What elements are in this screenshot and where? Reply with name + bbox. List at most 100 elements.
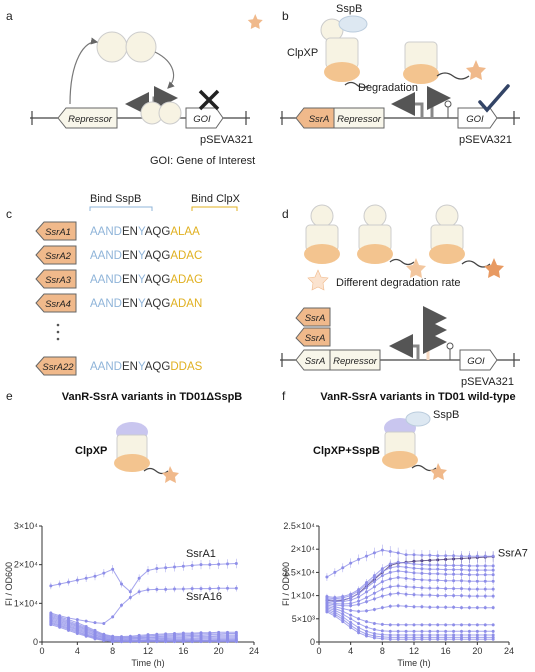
- data-point: [412, 593, 416, 597]
- repressor-gene-label: Repressor: [333, 356, 378, 367]
- data-point: [483, 554, 487, 558]
- repressor-dimer-bound: [140, 101, 182, 125]
- series: [325, 573, 495, 605]
- data-point: [388, 566, 392, 570]
- data-point: [420, 637, 424, 641]
- ssra-tag-label: SsrA: [309, 114, 330, 125]
- data-point: [173, 587, 176, 591]
- data-point: [420, 586, 424, 590]
- series-line: [326, 576, 494, 603]
- data-point: [190, 587, 194, 591]
- repressor-dimer-free: [96, 31, 157, 63]
- y-tick-label: 1×10⁴: [14, 598, 38, 608]
- data-point: [491, 606, 495, 610]
- data-point: [483, 633, 487, 637]
- data-point: [380, 594, 384, 598]
- data-point: [208, 587, 212, 591]
- panel-letter: d: [282, 207, 289, 221]
- ssra-tag: [35, 221, 77, 241]
- data-point: [155, 640, 159, 644]
- data-point: [452, 587, 456, 591]
- data-point: [452, 579, 456, 583]
- data-point: [380, 548, 384, 552]
- data-point: [428, 567, 432, 571]
- data-point: [341, 600, 345, 604]
- data-point: [357, 631, 361, 635]
- data-point: [341, 604, 345, 608]
- data-point: [444, 568, 448, 572]
- series: [325, 604, 495, 627]
- data-point: [444, 623, 448, 627]
- data-point: [396, 604, 400, 608]
- ssra-tag-label: SsrA22: [42, 362, 74, 373]
- data-point: [444, 594, 448, 598]
- series-line: [50, 616, 237, 639]
- x-axis-label: Time (h): [397, 658, 430, 668]
- data-point: [483, 637, 487, 641]
- ssra-sequence: AANDENYAQGALAA: [90, 226, 200, 238]
- enzyme-label: ClpXP+SspB: [313, 445, 380, 457]
- data-point: [349, 561, 353, 565]
- data-point: [491, 568, 495, 572]
- series-line: [326, 604, 494, 612]
- ssra-tag: [35, 293, 77, 313]
- data-point: [475, 637, 479, 641]
- bind-clpx-label: Bind ClpX: [191, 193, 241, 205]
- data-point: [467, 637, 471, 641]
- data-point: [396, 591, 400, 595]
- series-line: [326, 561, 494, 599]
- panel-d: d Different degradation rate SsrA: [280, 204, 520, 388]
- y-tick-label: 0: [310, 637, 315, 647]
- data-point: [380, 606, 384, 610]
- clpxp-slow: [429, 204, 504, 278]
- caption: GOI: Gene of Interest: [150, 155, 255, 167]
- data-point: [475, 573, 479, 577]
- series: [49, 585, 238, 625]
- data-point: [412, 633, 416, 637]
- ssra-tag-3: SsrA: [305, 356, 326, 367]
- data-point: [388, 623, 392, 627]
- series-line: [326, 607, 494, 632]
- data-point: [365, 625, 368, 629]
- degradation-label: Degradation: [358, 82, 418, 94]
- repressor-gene-label: Repressor: [68, 114, 113, 125]
- data-point: [234, 562, 238, 566]
- data-point: [226, 586, 229, 590]
- data-point: [428, 553, 432, 557]
- data-point: [349, 608, 353, 612]
- data-point: [475, 606, 479, 610]
- data-point: [412, 637, 416, 641]
- data-point: [436, 586, 440, 590]
- data-point: [436, 578, 440, 582]
- data-point: [365, 586, 368, 590]
- data-point: [420, 578, 424, 582]
- data-point: [333, 570, 337, 574]
- data-point: [380, 637, 384, 641]
- data-point: [372, 608, 376, 612]
- x-tick-label: 0: [316, 646, 321, 656]
- data-point: [372, 627, 376, 631]
- data-point: [444, 629, 448, 633]
- data-point: [396, 629, 400, 633]
- data-point: [137, 640, 141, 644]
- data-point: [155, 587, 159, 591]
- data-point: [120, 582, 123, 586]
- data-point: [404, 576, 408, 580]
- data-point: [460, 587, 463, 591]
- x-tick-label: 16: [178, 646, 188, 656]
- panel-f: f VanR-SsrA variants in TD01 wild-type S…: [281, 389, 528, 668]
- data-point: [120, 640, 123, 644]
- data-point: [341, 609, 345, 613]
- ssra-sequence: AANDENYAQGADAC: [90, 250, 202, 262]
- data-point: [111, 615, 115, 619]
- data-point: [444, 579, 448, 583]
- repressor-gene-label: Repressor: [337, 114, 382, 125]
- data-point: [380, 633, 384, 637]
- data-point: [372, 585, 376, 589]
- x-tick-label: 0: [39, 646, 44, 656]
- data-point: [102, 571, 106, 575]
- ssra-tag-label: SsrA4: [45, 299, 71, 310]
- data-point: [128, 640, 132, 644]
